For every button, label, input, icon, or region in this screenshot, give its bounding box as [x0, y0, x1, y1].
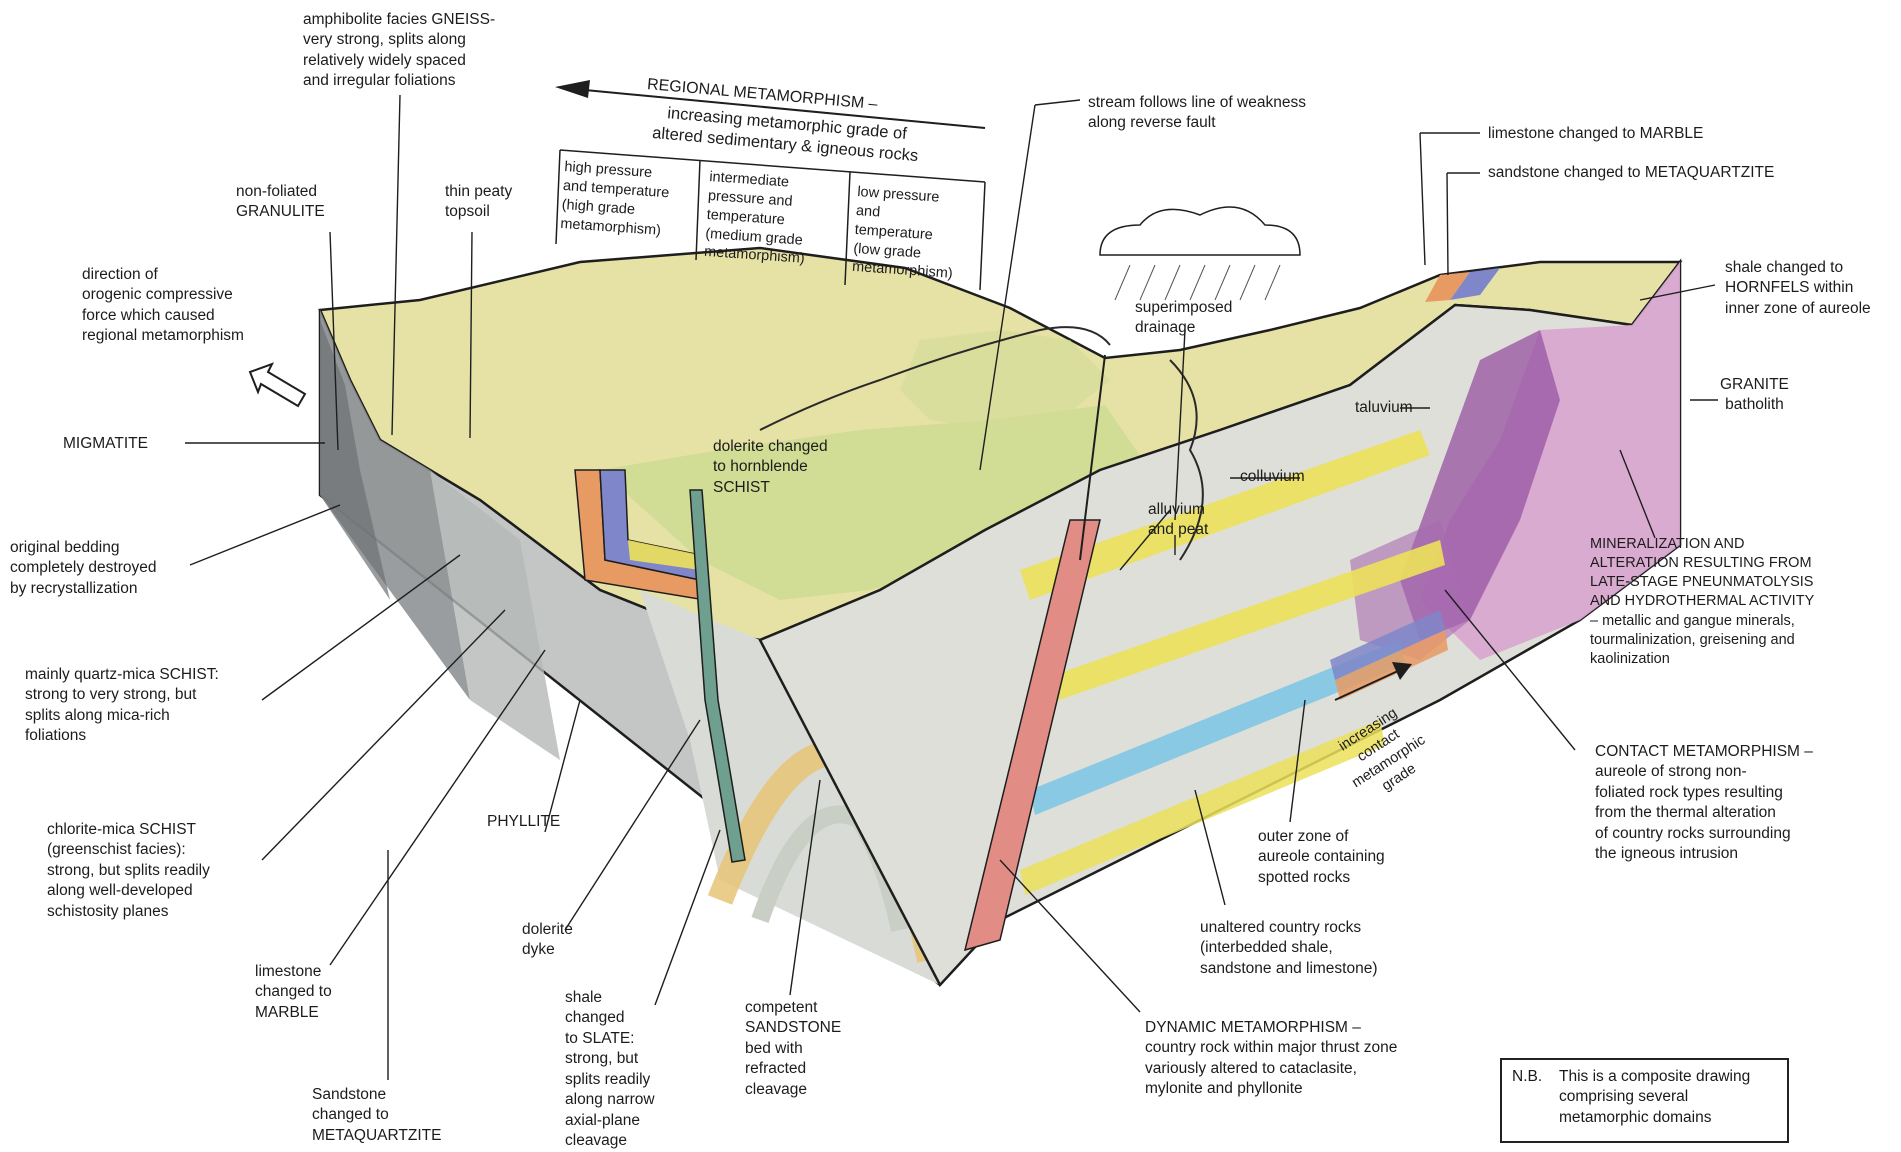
label-shale-slate: shale changed to SLATE: strong, but spli… — [565, 988, 655, 1152]
label-stream-fault: stream follows line of weakness along re… — [1088, 93, 1306, 134]
label-sandstone-metaquartzite-right: sandstone changed to METAQUARTZITE — [1488, 163, 1774, 183]
label-superimposed-drainage: superimposed drainage — [1135, 298, 1232, 339]
label-unaltered-country-rocks: unaltered country rocks (interbedded sha… — [1200, 918, 1378, 979]
note-label: N.B. — [1512, 1067, 1542, 1087]
label-mineralization: MINERALIZATION AND ALTERATION RESULTING … — [1590, 535, 1814, 669]
label-dynamic-metamorphism: DYNAMIC METAMORPHISM – country rock with… — [1145, 1018, 1397, 1100]
label-sandstone-metaquartzite-left: Sandstone changed to METAQUARTZITE — [312, 1085, 441, 1146]
rain — [1115, 265, 1280, 300]
label-dolerite-hornblende-schist: dolerite changed to hornblende SCHIST — [713, 437, 828, 498]
label-zone-intermediate: intermediate pressure and temperature (m… — [703, 168, 810, 269]
label-bedding-destroyed: original bedding completely destroyed by… — [10, 538, 156, 599]
note-text: This is a composite drawing comprising s… — [1559, 1067, 1750, 1128]
label-dolerite-dyke: dolerite dyke — [522, 920, 573, 961]
label-granulite: non-foliated GRANULITE — [236, 182, 325, 223]
label-peaty-topsoil: thin peaty topsoil — [445, 182, 512, 223]
label-phyllite: PHYLLITE — [487, 812, 560, 832]
label-alluvium-peat: alluvium and peat — [1148, 500, 1208, 541]
label-contact-metamorphism: CONTACT METAMORPHISM – aureole of strong… — [1595, 742, 1813, 865]
cloud — [1100, 207, 1300, 255]
label-zone-high: high pressure and temperature (high grad… — [560, 158, 671, 241]
label-taluvium: taluvium — [1355, 398, 1413, 418]
label-granite-batholith: GRANITE batholith — [1720, 375, 1789, 416]
label-zone-low: low pressure and temperature (low grade … — [851, 183, 958, 284]
label-outer-zone-aureole: outer zone of aureole containing spotted… — [1258, 827, 1385, 888]
label-limestone-marble-right: limestone changed to MARBLE — [1488, 124, 1703, 144]
label-hornfels: shale changed to HORNFELS within inner z… — [1725, 258, 1871, 319]
label-chlorite-mica-schist: chlorite-mica SCHIST (greenschist facies… — [47, 820, 210, 922]
label-colluvium: colluvium — [1240, 467, 1305, 487]
note-box: N.B. This is a composite drawing compris… — [1500, 1058, 1789, 1143]
label-migmatite: MIGMATITE — [63, 434, 148, 454]
label-gneiss: amphibolite facies GNEISS- very strong, … — [303, 10, 495, 92]
compressive-force-arrow — [250, 364, 305, 406]
label-competent-sandstone: competent SANDSTONE bed with refracted c… — [745, 998, 841, 1100]
regional-arrow-head — [555, 80, 590, 98]
label-limestone-marble-left: limestone changed to MARBLE — [255, 962, 332, 1023]
label-direction-force: direction of orogenic compressive force … — [82, 265, 244, 347]
label-quartz-mica-schist: mainly quartz-mica SCHIST: strong to ver… — [25, 665, 219, 747]
